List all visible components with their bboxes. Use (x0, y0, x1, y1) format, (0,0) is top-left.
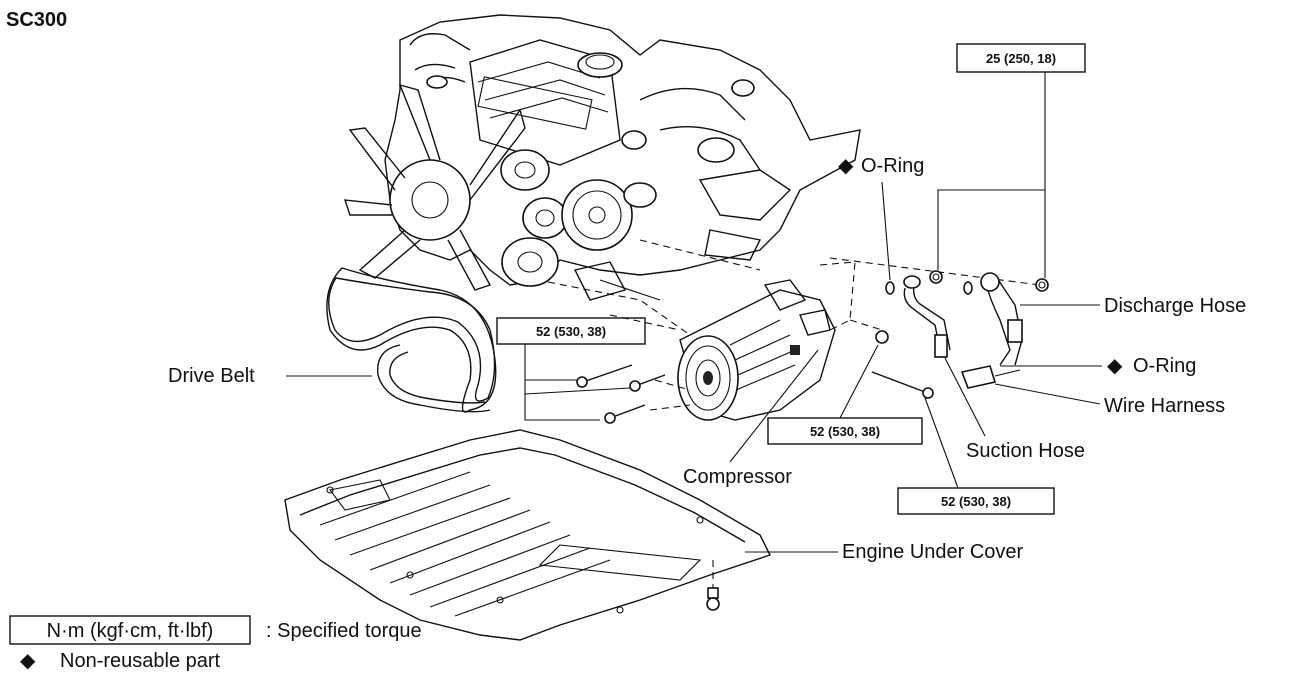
torque-box-top-right (956, 43, 1086, 73)
torque-box-top-right-text: 25 (250, 18) (986, 51, 1056, 66)
assembly-dashed-lines (547, 239, 1041, 411)
torque-box-left-text: 52 (530, 38) (536, 324, 606, 339)
drive-belt-illustration (326, 267, 497, 413)
label-drive-belt: Drive Belt (168, 365, 255, 387)
cooling-fan (343, 83, 526, 291)
label-o-ring-right: O-Ring (1133, 355, 1196, 377)
label-o-ring-top: O-Ring (861, 155, 924, 177)
pulley-stack (500, 149, 657, 287)
diamond-o-ring-top: ◆ (838, 155, 854, 177)
torque-box-bottom-right (897, 487, 1055, 515)
label-wire-harness: Wire Harness (1104, 395, 1225, 417)
engine-under-cover-illustration (284, 429, 771, 641)
hoses-illustration (885, 270, 1049, 389)
compressor-bolts (576, 330, 934, 424)
compressor-illustration (677, 279, 836, 421)
label-compressor: Compressor (683, 466, 792, 488)
torque-box-center (767, 417, 923, 445)
torque-box-center-text: 52 (530, 38) (810, 424, 880, 439)
legend: N·m (kgf·cm, ft·lbf) : Specified torque … (9, 615, 422, 672)
engine-block-illustration (343, 14, 861, 301)
legend-unit-desc: : Specified torque (266, 620, 422, 642)
legend-nonreusable-symbol: ◆ (20, 650, 36, 672)
label-suction-hose: Suction Hose (966, 440, 1085, 462)
diamond-o-ring-right: ◆ (1107, 355, 1123, 377)
label-engine-under-cover: Engine Under Cover (842, 541, 1024, 563)
legend-unit-box-text: N·m (kgf·cm, ft·lbf) (47, 620, 214, 642)
torque-box-left (496, 317, 646, 345)
torque-box-bottom-right-text: 52 (530, 38) (941, 494, 1011, 509)
legend-nonreusable-desc: Non-reusable part (60, 650, 221, 672)
diagram-title: SC300 (6, 9, 67, 31)
legend-unit-box (9, 615, 251, 645)
label-discharge-hose: Discharge Hose (1104, 295, 1246, 317)
